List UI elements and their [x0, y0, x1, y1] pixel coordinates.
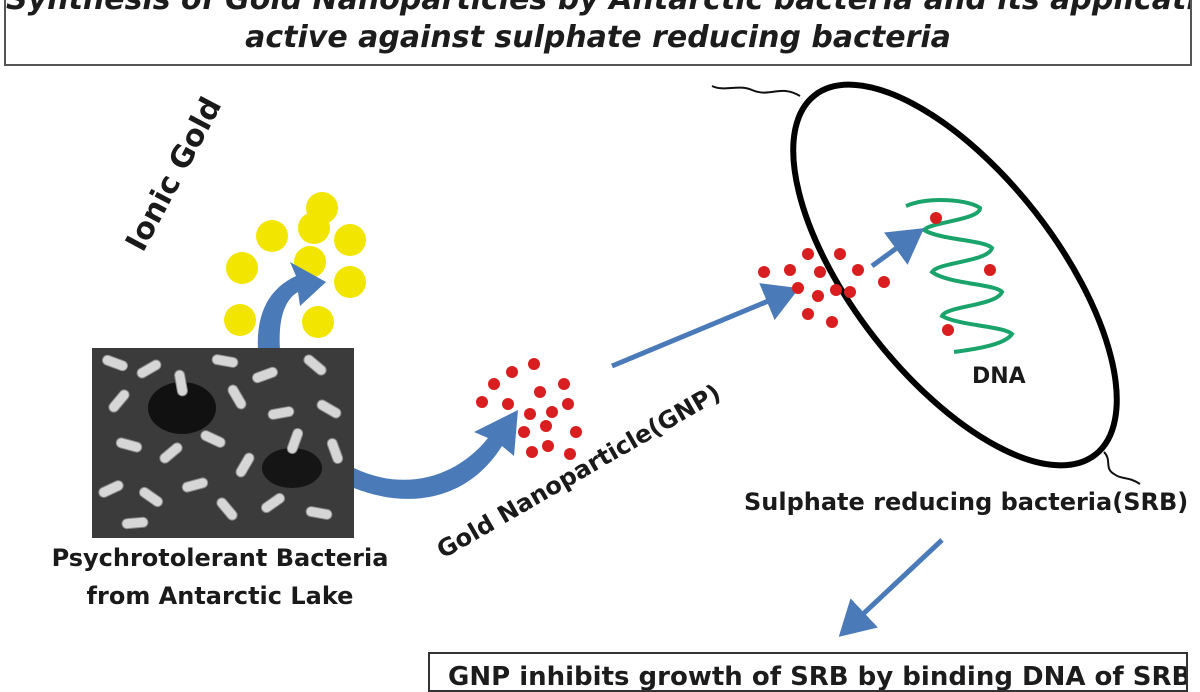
ionic-gold-ions — [224, 192, 366, 338]
nanoparticle — [562, 398, 574, 410]
bacteria-micrograph — [92, 348, 354, 538]
flagellum-top-icon — [711, 85, 801, 97]
gold-ion — [226, 252, 258, 284]
nanoparticle — [802, 308, 814, 320]
source-label-line-1: Psychrotolerant Bacteria — [51, 544, 389, 572]
srb-to-result-arrow-icon — [838, 538, 944, 637]
nanoparticle — [826, 316, 838, 328]
conclusion-text: GNP inhibits growth of SRB by binding DN… — [448, 662, 1188, 692]
nanoparticle — [546, 406, 558, 418]
nanoparticle — [792, 282, 804, 294]
nanoparticle — [844, 286, 856, 298]
into-dna-arrow-icon — [870, 228, 925, 269]
nanoparticle — [852, 264, 864, 276]
nanoparticle — [540, 420, 552, 432]
gold-ion — [224, 304, 256, 336]
title-line-1: Synthesis of Gold Nanoparticles by Antar… — [6, 0, 1190, 17]
diagram-graphics — [224, 81, 1141, 637]
conclusion-box: GNP inhibits growth of SRB by binding DN… — [428, 652, 1188, 692]
gold-ion — [334, 266, 366, 298]
nanoparticle — [802, 248, 814, 260]
nanoparticle — [488, 378, 500, 390]
diagram-canvas: Synthesis of Gold Nanoparticles by Antar… — [4, 0, 1192, 692]
dna-helix-icon — [905, 198, 1015, 354]
nanoparticle — [930, 212, 942, 224]
micrograph-texture — [92, 348, 354, 538]
nanoparticle — [564, 448, 576, 460]
dna-label: DNA — [972, 364, 1026, 389]
nanoparticle — [526, 446, 538, 458]
gold-nanoparticles — [476, 358, 582, 460]
gnp-to-srb-arrow-icon — [611, 283, 800, 369]
nanoparticle — [476, 396, 488, 408]
srb-label: Sulphate reducing bacteria(SRB) — [744, 488, 1189, 516]
nanoparticle — [518, 426, 530, 438]
title-box: Synthesis of Gold Nanoparticles by Antar… — [4, 0, 1192, 66]
nanoparticle — [942, 324, 954, 336]
nanoparticle — [506, 366, 518, 378]
nanoparticle — [830, 284, 842, 296]
nanoparticle — [878, 276, 890, 288]
nanoparticle — [534, 386, 546, 398]
synthesis-arrow-icon — [354, 410, 518, 499]
nanoparticle — [758, 266, 770, 278]
flagellum-bottom-icon — [1103, 451, 1141, 485]
nanoparticle — [834, 248, 846, 260]
source-label-line-2: from Antarctic Lake — [86, 582, 354, 610]
nanoparticle — [558, 378, 570, 390]
nanoparticle — [784, 264, 796, 276]
bound-nanoparticles — [758, 212, 996, 336]
nanoparticle — [570, 426, 582, 438]
nanoparticle — [524, 408, 536, 420]
uptake-arrow-icon — [257, 262, 326, 350]
gold-ion — [302, 306, 334, 338]
nanoparticle — [812, 290, 824, 302]
nanoparticle — [502, 398, 514, 410]
srb-cell-icon — [790, 81, 1120, 469]
gold-ion — [298, 212, 330, 244]
gold-ion — [256, 220, 288, 252]
nanoparticle — [984, 264, 996, 276]
gold-ion — [334, 224, 366, 256]
nanoparticle — [814, 266, 826, 278]
nanoparticle — [528, 358, 540, 370]
nanoparticle — [542, 440, 554, 452]
title-line-2: active against sulphate reducing bacteri… — [245, 20, 951, 55]
